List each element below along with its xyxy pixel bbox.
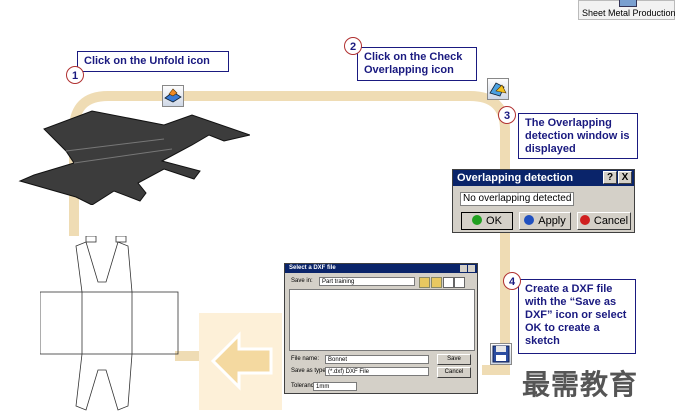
cancel-label: Cancel bbox=[593, 215, 629, 227]
unfolded-part-3d bbox=[18, 110, 250, 205]
floppy-icon bbox=[492, 345, 510, 363]
dxf-dialog-titlebar: Select a DXF file bbox=[285, 264, 477, 273]
save-in-select[interactable]: Part training bbox=[319, 277, 415, 286]
dxf-help-icon[interactable] bbox=[460, 265, 467, 272]
sheet-metal-label: Sheet Metal Production bbox=[582, 8, 675, 18]
save-as-dxf-icon[interactable] bbox=[490, 343, 512, 365]
step-2-badge: 2 bbox=[344, 37, 362, 55]
apply-blue-icon bbox=[524, 215, 535, 225]
file-list-area[interactable] bbox=[289, 289, 475, 351]
step-4-badge: 4 bbox=[503, 272, 521, 290]
step-1-badge: 1 bbox=[66, 66, 84, 84]
left-arrow-icon bbox=[210, 331, 273, 391]
step-2-callout: Click on the Check Overlapping icon bbox=[357, 47, 477, 81]
file-name-value: Bonnet bbox=[328, 357, 348, 363]
step-4-callout: Create a DXF file with the “Save as DXF”… bbox=[518, 279, 636, 354]
file-name-input[interactable]: Bonnet bbox=[325, 355, 429, 364]
step-2-text: Click on the Check Overlapping icon bbox=[364, 51, 463, 76]
dxf-save-button[interactable]: Save bbox=[437, 354, 471, 365]
ok-label: OK bbox=[486, 215, 502, 227]
details-view-icon[interactable] bbox=[454, 277, 465, 288]
overlap-help-button[interactable]: ? bbox=[603, 171, 617, 184]
dxf-close-icon[interactable] bbox=[468, 265, 475, 272]
step-3-badge: 3 bbox=[498, 106, 516, 124]
overlap-dialog-title: Overlapping detection bbox=[457, 172, 574, 184]
save-in-value: Part training bbox=[322, 279, 355, 285]
dxf-dialog-title: Select a DXF file bbox=[289, 265, 336, 271]
cancel-red-icon bbox=[579, 215, 590, 225]
save-in-label: Save in: bbox=[291, 278, 313, 284]
overlap-message: No overlapping detected bbox=[460, 192, 575, 206]
step-3-text: The Overlapping detection window is disp… bbox=[525, 117, 630, 155]
arrow-panel bbox=[199, 313, 282, 410]
unfold-glyph-icon bbox=[164, 88, 182, 103]
save-as-type-value: (*.dxf) DXF File bbox=[328, 369, 370, 375]
dxf-cancel-button[interactable]: Cancel bbox=[437, 367, 471, 378]
check-overlapping-icon[interactable] bbox=[487, 78, 509, 100]
flat-pattern-drawing bbox=[40, 236, 179, 411]
unfold-icon[interactable] bbox=[162, 85, 184, 107]
tolerance-label: Tolerance: bbox=[291, 383, 319, 389]
folder-up-icon[interactable] bbox=[419, 277, 430, 288]
list-view-icon[interactable] bbox=[443, 277, 454, 288]
step-1-text: Click on the Unfold icon bbox=[84, 55, 210, 67]
sheet-metal-toolbar: Sheet Metal Production bbox=[578, 0, 675, 20]
overlap-dialog-titlebar: Overlapping detection ? X bbox=[453, 170, 634, 186]
select-dxf-file-dialog: Select a DXF file Save in: Part training… bbox=[284, 263, 478, 394]
sheet-metal-icon[interactable] bbox=[619, 0, 637, 7]
overlapping-detection-dialog: Overlapping detection ? X No overlapping… bbox=[452, 169, 635, 233]
watermark-text: 最需教育 bbox=[522, 368, 639, 401]
overlap-apply-button[interactable]: Apply bbox=[519, 212, 571, 230]
step-1-callout: Click on the Unfold icon bbox=[77, 51, 229, 72]
save-as-type-select[interactable]: (*.dxf) DXF File bbox=[325, 367, 429, 376]
overlap-close-button[interactable]: X bbox=[618, 171, 632, 184]
file-name-label: File name: bbox=[291, 356, 320, 362]
check-overlap-glyph-icon bbox=[489, 82, 507, 97]
step-3-callout: The Overlapping detection window is disp… bbox=[518, 113, 638, 159]
tolerance-value: 1mm bbox=[316, 384, 330, 390]
overlap-cancel-button[interactable]: Cancel bbox=[577, 212, 631, 230]
ok-green-icon bbox=[472, 215, 483, 225]
apply-label: Apply bbox=[538, 215, 566, 227]
save-as-type-label: Save as type: bbox=[291, 368, 328, 374]
overlap-ok-button[interactable]: OK bbox=[461, 212, 513, 230]
step-4-text: Create a DXF file with the “Save as DXF”… bbox=[525, 283, 627, 347]
new-folder-icon[interactable] bbox=[431, 277, 442, 288]
tolerance-input[interactable]: 1mm bbox=[313, 382, 357, 391]
